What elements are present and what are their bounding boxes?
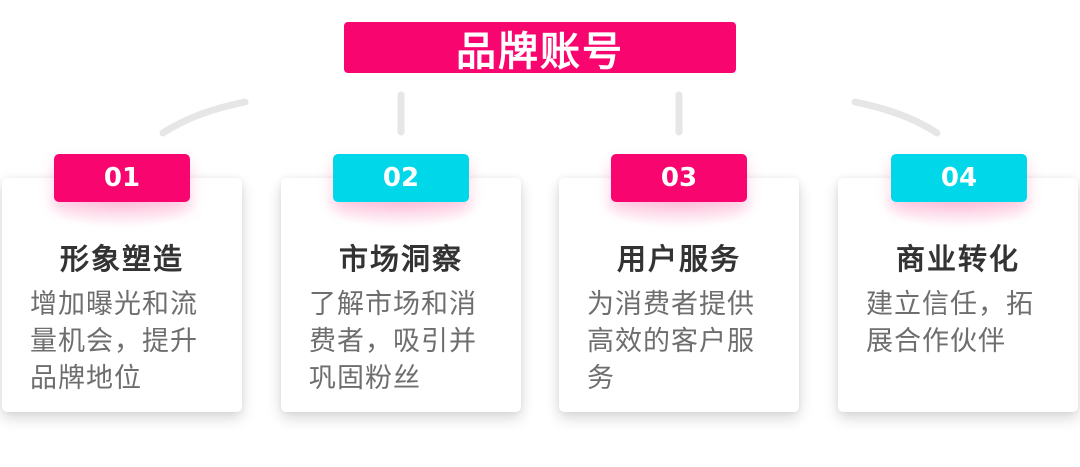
card-description: 建立信任，拓展合作伙伴 <box>866 289 1034 357</box>
card-title: 商业转化 <box>895 242 1020 276</box>
card-description: 为消费者提供高效的客户服务 <box>587 289 755 394</box>
main-title: 品牌账号 <box>344 22 736 75</box>
step-badge-01: 01 <box>54 154 190 202</box>
card-description: 增加曝光和流量机会，提升品牌地位 <box>30 289 198 394</box>
connector-arc-left <box>159 98 249 137</box>
card-image-building: 形象塑造 增加曝光和流量机会，提升品牌地位 <box>2 178 242 412</box>
card-user-service: 用户服务 为消费者提供高效的客户服务 <box>559 178 799 412</box>
card-title: 形象塑造 <box>59 242 184 276</box>
card-title: 市场洞察 <box>338 242 463 276</box>
step-badge-04: 04 <box>891 154 1027 202</box>
card-description: 了解市场和消费者，吸引并巩固粉丝 <box>309 289 477 394</box>
card-title: 用户服务 <box>616 242 741 276</box>
card-market-insight: 市场洞察 了解市场和消费者，吸引并巩固粉丝 <box>281 178 521 412</box>
step-badge-03: 03 <box>611 154 747 202</box>
connector-arc-right <box>851 98 941 137</box>
card-business-conversion: 商业转化 建立信任，拓展合作伙伴 <box>838 178 1078 412</box>
step-badge-02: 02 <box>333 154 469 202</box>
